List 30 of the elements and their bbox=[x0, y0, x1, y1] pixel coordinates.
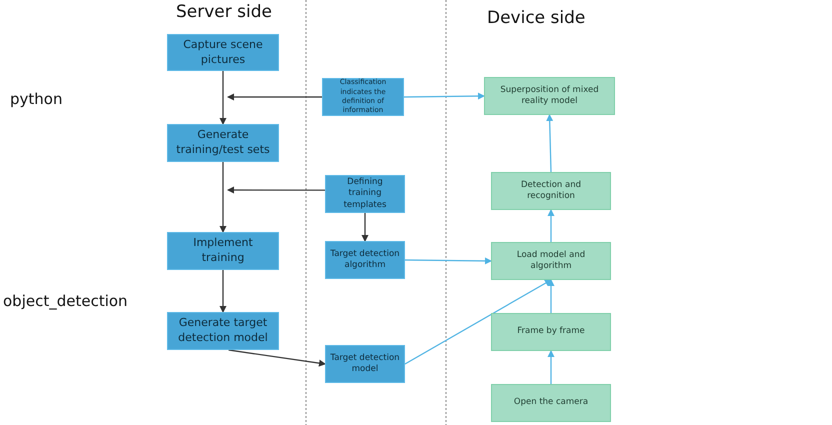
arrow bbox=[220, 162, 226, 233]
arrow bbox=[548, 209, 554, 242]
arrow bbox=[220, 270, 226, 313]
process-box: Frame by frame bbox=[491, 313, 611, 351]
process-box: Implement training bbox=[167, 232, 279, 270]
column-heading: Device side bbox=[487, 8, 586, 28]
side-label: object_detection bbox=[3, 292, 128, 310]
arrow bbox=[548, 279, 554, 313]
arrow bbox=[220, 71, 226, 125]
process-box: Target detection algorithm bbox=[325, 241, 405, 279]
arrow bbox=[404, 92, 485, 100]
arrow bbox=[404, 279, 552, 365]
column-heading: Server side bbox=[176, 2, 272, 22]
process-box: Load model and algorithm bbox=[491, 242, 611, 280]
process-box: Target detection model bbox=[325, 345, 405, 383]
arrow bbox=[228, 349, 326, 367]
process-box: Superposition of mixed reality model bbox=[484, 77, 615, 115]
arrow bbox=[362, 213, 368, 242]
process-box: Open the camera bbox=[491, 384, 611, 422]
arrow bbox=[227, 186, 325, 194]
process-box: Generate target detection model bbox=[167, 312, 279, 350]
side-label: python bbox=[10, 90, 62, 108]
process-box: Generate training/test sets bbox=[167, 124, 279, 162]
process-box: Capture scene pictures bbox=[167, 34, 279, 71]
process-box: Defining training templates bbox=[325, 175, 405, 213]
arrow bbox=[548, 350, 554, 384]
arrow bbox=[405, 257, 492, 264]
arrow bbox=[227, 94, 322, 100]
arrow bbox=[546, 114, 554, 172]
process-box: Detection and recognition bbox=[491, 172, 611, 210]
